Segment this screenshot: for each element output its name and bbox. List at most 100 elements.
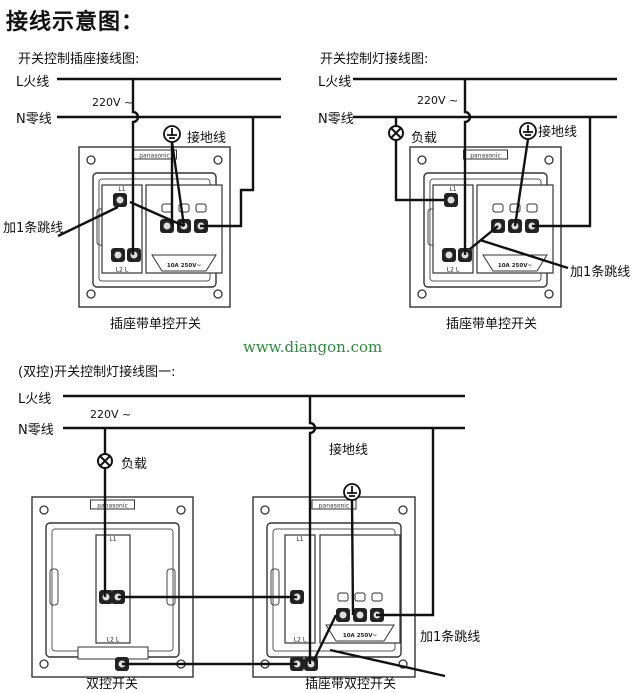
d3-ground-symbol — [343, 483, 361, 501]
diagram2-live-label: L火线 — [318, 75, 352, 90]
socket-clamp — [492, 203, 504, 213]
mounting-hole — [39, 659, 49, 669]
socket-base — [151, 254, 217, 272]
d2-jumper — [469, 225, 499, 250]
switch-l2-mark: L2 L — [107, 637, 120, 644]
mounting-hole — [86, 289, 96, 299]
d2-switch-l1-terminal-screw — [446, 195, 456, 205]
diagram3-neutral-label: N零线 — [18, 423, 54, 438]
d2-live-drop — [463, 79, 472, 255]
diagram3-caption-right: 插座带双控开关 — [305, 677, 397, 692]
d2-ground-symbol — [519, 122, 537, 140]
brand-text: panasonic — [139, 153, 170, 160]
d3-jumper — [312, 614, 338, 661]
d1-load-link — [129, 200, 185, 228]
switch-l1-mark: L1 — [449, 186, 456, 193]
d3-ground-wire — [350, 499, 355, 616]
socket-rating: 10A 250V~ — [343, 633, 378, 639]
d3-lamp-icon — [97, 453, 113, 469]
d2-ground-wire — [513, 138, 530, 227]
socket-clamp — [354, 592, 366, 602]
socket-rating: 10A 250V~ — [498, 263, 533, 269]
diagram1-voltage: 220V ~ — [92, 96, 134, 109]
side-clip — [166, 568, 176, 606]
brand-label — [311, 499, 357, 510]
d3-right-panel: panasonic — [252, 496, 416, 678]
d2-load-wire — [394, 140, 444, 202]
d1-jumper-pointer — [57, 205, 119, 238]
d3-jumper-pointer — [329, 648, 446, 678]
diagram3-ground-label: 接地线 — [329, 443, 369, 458]
socket-clamp — [337, 592, 349, 602]
mounting-hole — [398, 505, 408, 515]
d1-switch-l1-terminal-screw — [115, 195, 125, 205]
diagram1-ground-label: 接地线 — [187, 131, 227, 146]
mounting-hole — [417, 289, 427, 299]
page-title: 接线示意图： — [6, 10, 145, 35]
diagram3-voltage: 220V ~ — [90, 408, 132, 421]
diagram2-ground-label: 接地线 — [538, 125, 578, 140]
lamp-cross — [99, 455, 111, 467]
socket-clamp — [195, 203, 207, 213]
side-clip — [270, 568, 280, 606]
d1-live-drop — [131, 79, 140, 255]
mounting-hole — [417, 155, 427, 165]
side-clip — [49, 568, 59, 606]
socket-module — [319, 534, 401, 644]
mounting-hole — [544, 155, 554, 165]
diagram1-neutral-label: N零线 — [16, 112, 52, 127]
brand-text: panasonic — [319, 503, 350, 510]
d2-jumper-pointer — [479, 238, 569, 270]
d3-left-panel-slot — [77, 646, 149, 660]
ground-bars — [167, 128, 177, 139]
d1-ground-symbol — [163, 125, 181, 143]
diagram3-live-label: L火线 — [18, 392, 52, 407]
diagram3-load-label: 负载 — [121, 457, 148, 472]
switch-l2-mark: L2 L — [294, 637, 307, 644]
lamp-cross — [390, 127, 402, 139]
diagram2-subtitle: 开关控制灯接线图: — [320, 52, 429, 67]
d1-neutral-drop — [200, 117, 255, 228]
socket-clamp — [161, 203, 173, 213]
mounting-hole — [86, 155, 96, 165]
switch-module — [95, 534, 131, 644]
d1-switch-l2-terminal-screw — [113, 250, 123, 260]
diagram1-live-label: L火线 — [16, 75, 50, 90]
mounting-hole — [260, 505, 270, 515]
switch-l1-mark: L1 — [118, 186, 125, 193]
switch-l1-mark: L1 — [109, 536, 116, 543]
mounting-hole — [213, 289, 223, 299]
socket-base — [325, 624, 395, 642]
socket-terminal-l-screw — [162, 221, 172, 231]
brand-text: panasonic — [470, 153, 501, 160]
mounting-hole — [213, 155, 223, 165]
d2-switch-l2-terminal-screw — [444, 250, 454, 260]
d2-lamp-icon — [388, 125, 404, 141]
diagram1-jumper-label: 加1条跳线 — [3, 221, 64, 236]
socket-rating: 10A 250V~ — [167, 263, 202, 269]
socket-clamp — [371, 592, 383, 602]
d3-neutral-drop — [376, 428, 435, 617]
diagram3-jumper-label: 加1条跳线 — [420, 630, 481, 645]
socket-terminal-e-screw — [355, 610, 365, 620]
diagram2-load-label: 负载 — [411, 131, 438, 146]
diagram1-caption: 插座带单控开关 — [110, 317, 202, 332]
socket-clamp — [526, 203, 538, 213]
ground-bars — [523, 125, 533, 136]
watermark: www.diangon.com — [243, 338, 383, 356]
diagram3-subtitle: (双控)开关控制灯接线图一: — [18, 365, 176, 380]
mounting-hole — [39, 505, 49, 515]
d3-live-drop — [308, 396, 317, 664]
mounting-hole — [544, 289, 554, 299]
diagram2-jumper-label: 加1条跳线 — [570, 265, 631, 280]
brand-label — [90, 499, 135, 510]
diagram2-neutral-label: N零线 — [318, 112, 354, 127]
diagram3-caption-left: 双控开关 — [86, 677, 139, 692]
socket-terminal-l-screw — [338, 610, 348, 620]
diagram2-voltage: 220V ~ — [417, 94, 459, 107]
diagram2-caption: 插座带单控开关 — [446, 317, 538, 332]
brand-label — [463, 149, 508, 160]
diagram1-subtitle: 开关控制插座接线图: — [18, 52, 140, 67]
switch-l2-mark: L2 L — [447, 267, 460, 274]
